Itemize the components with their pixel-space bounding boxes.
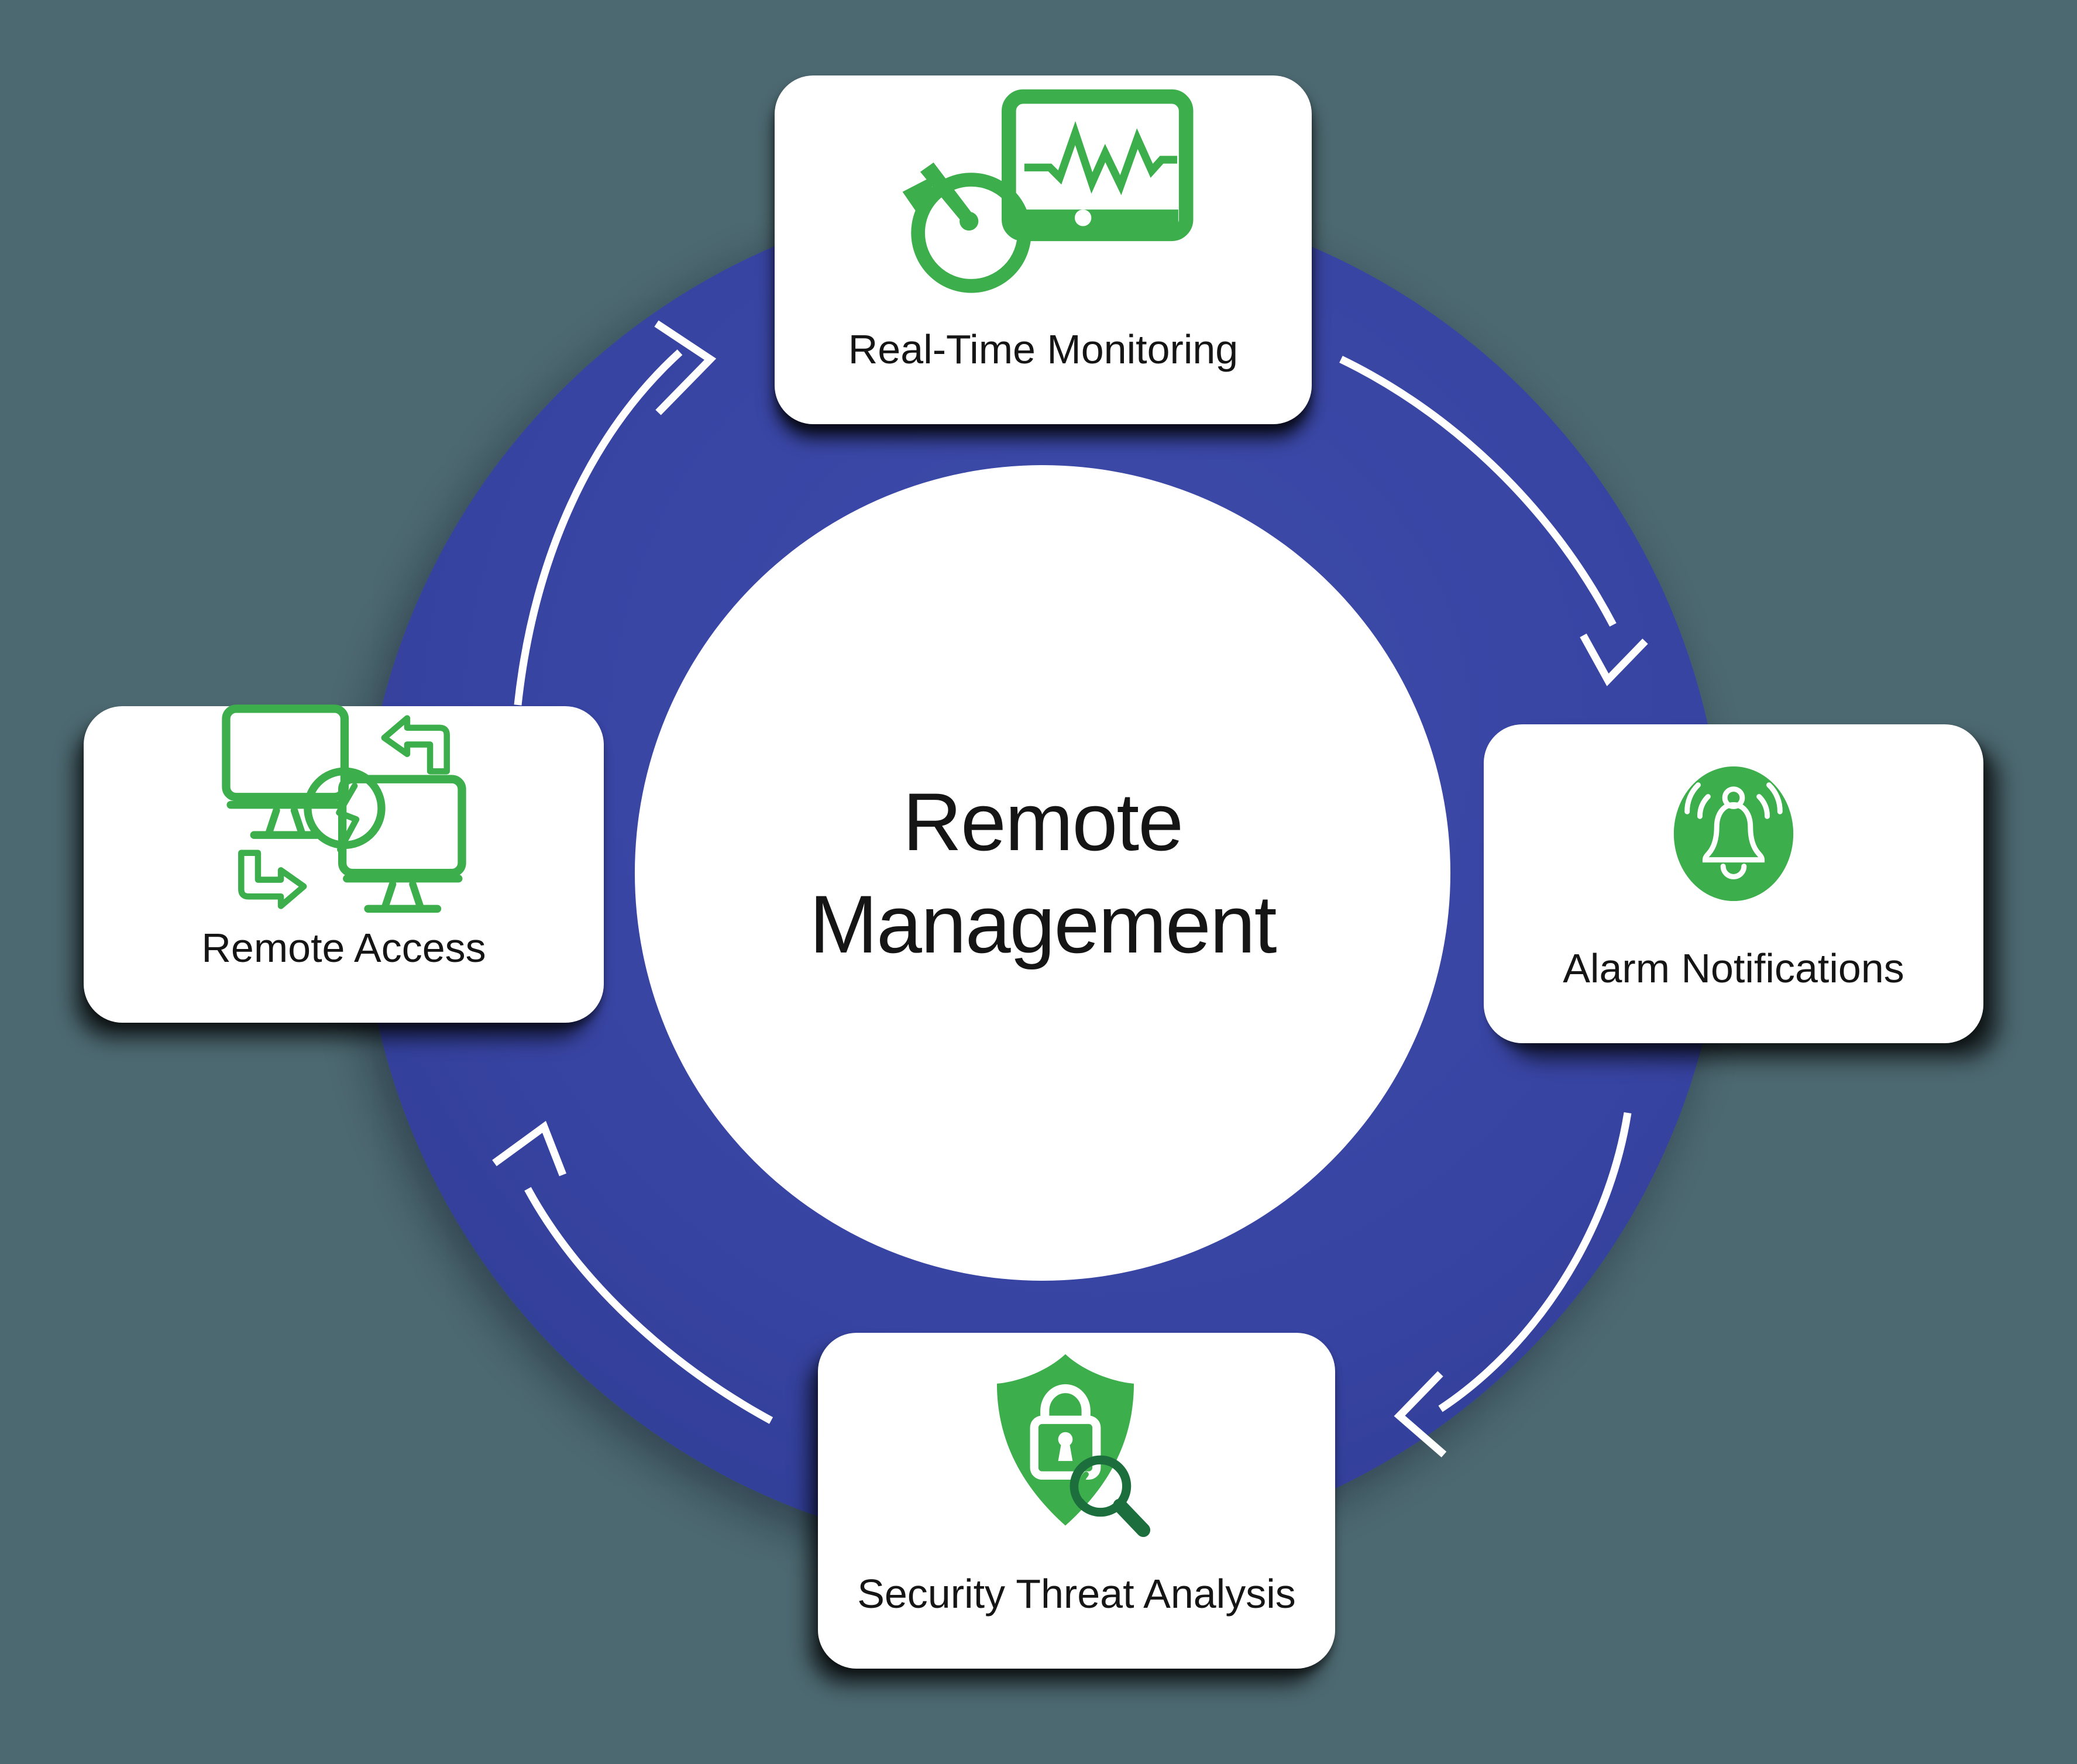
history-gauge-icon <box>902 162 1031 293</box>
ringing-bell-icon <box>1673 766 1794 901</box>
bent-arrow-left-icon <box>381 715 450 775</box>
card-label: Alarm Notifications <box>1563 945 1904 991</box>
tablet-monitor-icon <box>1002 89 1194 242</box>
card-remote-access: Remote Access <box>84 704 604 1023</box>
padlock-icon <box>1030 1384 1101 1480</box>
sync-bolt-icon <box>303 767 386 853</box>
card-label: Real-Time Monitoring <box>848 326 1239 372</box>
flow-arrow-top-left <box>514 320 717 706</box>
magnifier-icon <box>1070 1455 1151 1538</box>
bent-arrow-right-icon <box>238 850 307 909</box>
dual-monitor-sync-icon <box>221 704 466 913</box>
shield-lock-magnifier-icon <box>996 1354 1151 1538</box>
card-label: Security Threat Analysis <box>857 1571 1296 1617</box>
flow-arrow-top-right <box>1339 356 1648 686</box>
flow-arrow-bottom-right <box>1394 1112 1632 1457</box>
card-security-threat-analysis: Security Threat Analysis <box>818 1333 1335 1669</box>
card-real-time-monitoring: Real-Time Monitoring <box>775 75 1312 424</box>
center-circle: Remote Management <box>635 465 1450 1281</box>
title-line-2: Management <box>809 878 1277 970</box>
flow-arrow-bottom-left <box>492 1120 773 1424</box>
bell-glyph <box>1684 782 1783 879</box>
card-alarm-notifications: Alarm Notifications <box>1484 724 1983 1043</box>
diagram-title: Remote Management <box>809 771 1277 975</box>
monitor-icon-left <box>221 704 349 839</box>
monitor-waveform-gauge-icon <box>902 89 1194 293</box>
card-label: Remote Access <box>201 925 486 971</box>
title-line-1: Remote <box>902 776 1184 868</box>
monitor-icon-right <box>338 775 466 913</box>
